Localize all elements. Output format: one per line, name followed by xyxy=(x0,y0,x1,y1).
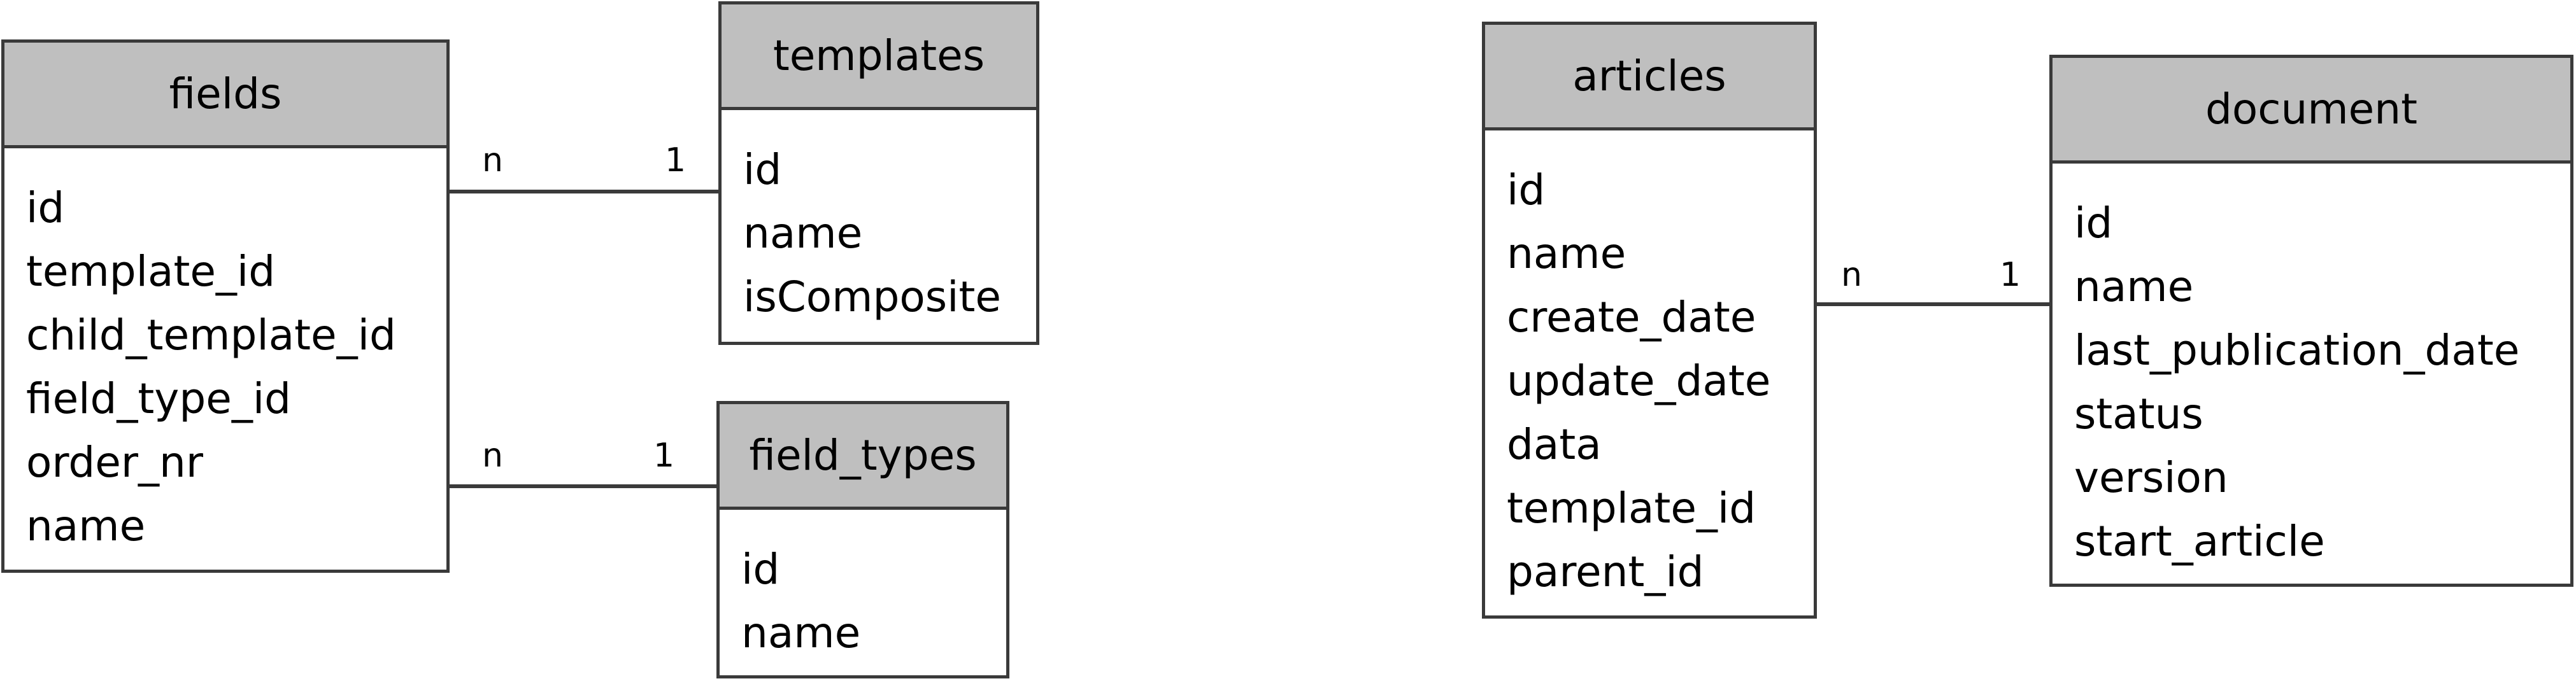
entity-field: version xyxy=(2074,453,2228,502)
entity-field-list: id template_id child_template_id field_t… xyxy=(4,148,446,558)
entity-field: update_date xyxy=(1507,356,1771,405)
entity-field: create_date xyxy=(1507,293,1756,342)
entity-title: articles xyxy=(1485,25,1814,130)
cardinality-label: 1 xyxy=(2000,256,2021,294)
entity-field: template_id xyxy=(1507,484,1756,533)
cardinality-label: n xyxy=(1841,256,1862,294)
entity-field: data xyxy=(1507,420,1602,469)
entity-field: template_id xyxy=(26,247,276,296)
entity-document: document id name last_publication_date s… xyxy=(2049,55,2573,587)
entity-field: last_publication_date xyxy=(2074,326,2520,375)
entity-field-list: id name isComposite xyxy=(722,110,1036,329)
entity-field-list: id name last_publication_date status ver… xyxy=(2053,164,2570,573)
entity-title: document xyxy=(2053,58,2570,164)
entity-field: id xyxy=(1507,165,1546,214)
entity-field: child_template_id xyxy=(26,311,396,360)
entity-field: name xyxy=(741,608,861,657)
entity-field-types: field_types id name xyxy=(716,401,1009,678)
entity-field: name xyxy=(2074,262,2194,311)
entity-field: id xyxy=(743,145,782,194)
entity-title: field_types xyxy=(720,404,1006,510)
entity-articles: articles id name create_date update_date… xyxy=(1482,22,1817,619)
entity-field: parent_id xyxy=(1507,547,1704,596)
entity-field-list: id name xyxy=(720,510,1006,665)
cardinality-label: 1 xyxy=(653,437,675,475)
entity-field: start_article xyxy=(2074,517,2325,566)
entity-field: status xyxy=(2074,390,2203,439)
entity-title: fields xyxy=(4,43,446,148)
entity-field: id xyxy=(2074,199,2113,248)
entity-field: name xyxy=(743,209,863,258)
entity-field: order_nr xyxy=(26,438,203,487)
entity-field: name xyxy=(1507,229,1626,278)
entity-field: id xyxy=(741,545,780,594)
entity-title: templates xyxy=(722,4,1036,110)
cardinality-label: 1 xyxy=(665,141,687,179)
entity-field: name xyxy=(26,502,146,551)
entity-fields: fields id template_id child_template_id … xyxy=(1,39,450,573)
entity-field: isComposite xyxy=(743,272,1001,321)
entity-field: field_type_id xyxy=(26,374,292,423)
entity-field-list: id name create_date update_date data tem… xyxy=(1485,130,1814,604)
entity-templates: templates id name isComposite xyxy=(718,1,1039,345)
entity-field: id xyxy=(26,183,65,232)
cardinality-label: n xyxy=(482,141,503,179)
cardinality-label: n xyxy=(482,437,503,475)
